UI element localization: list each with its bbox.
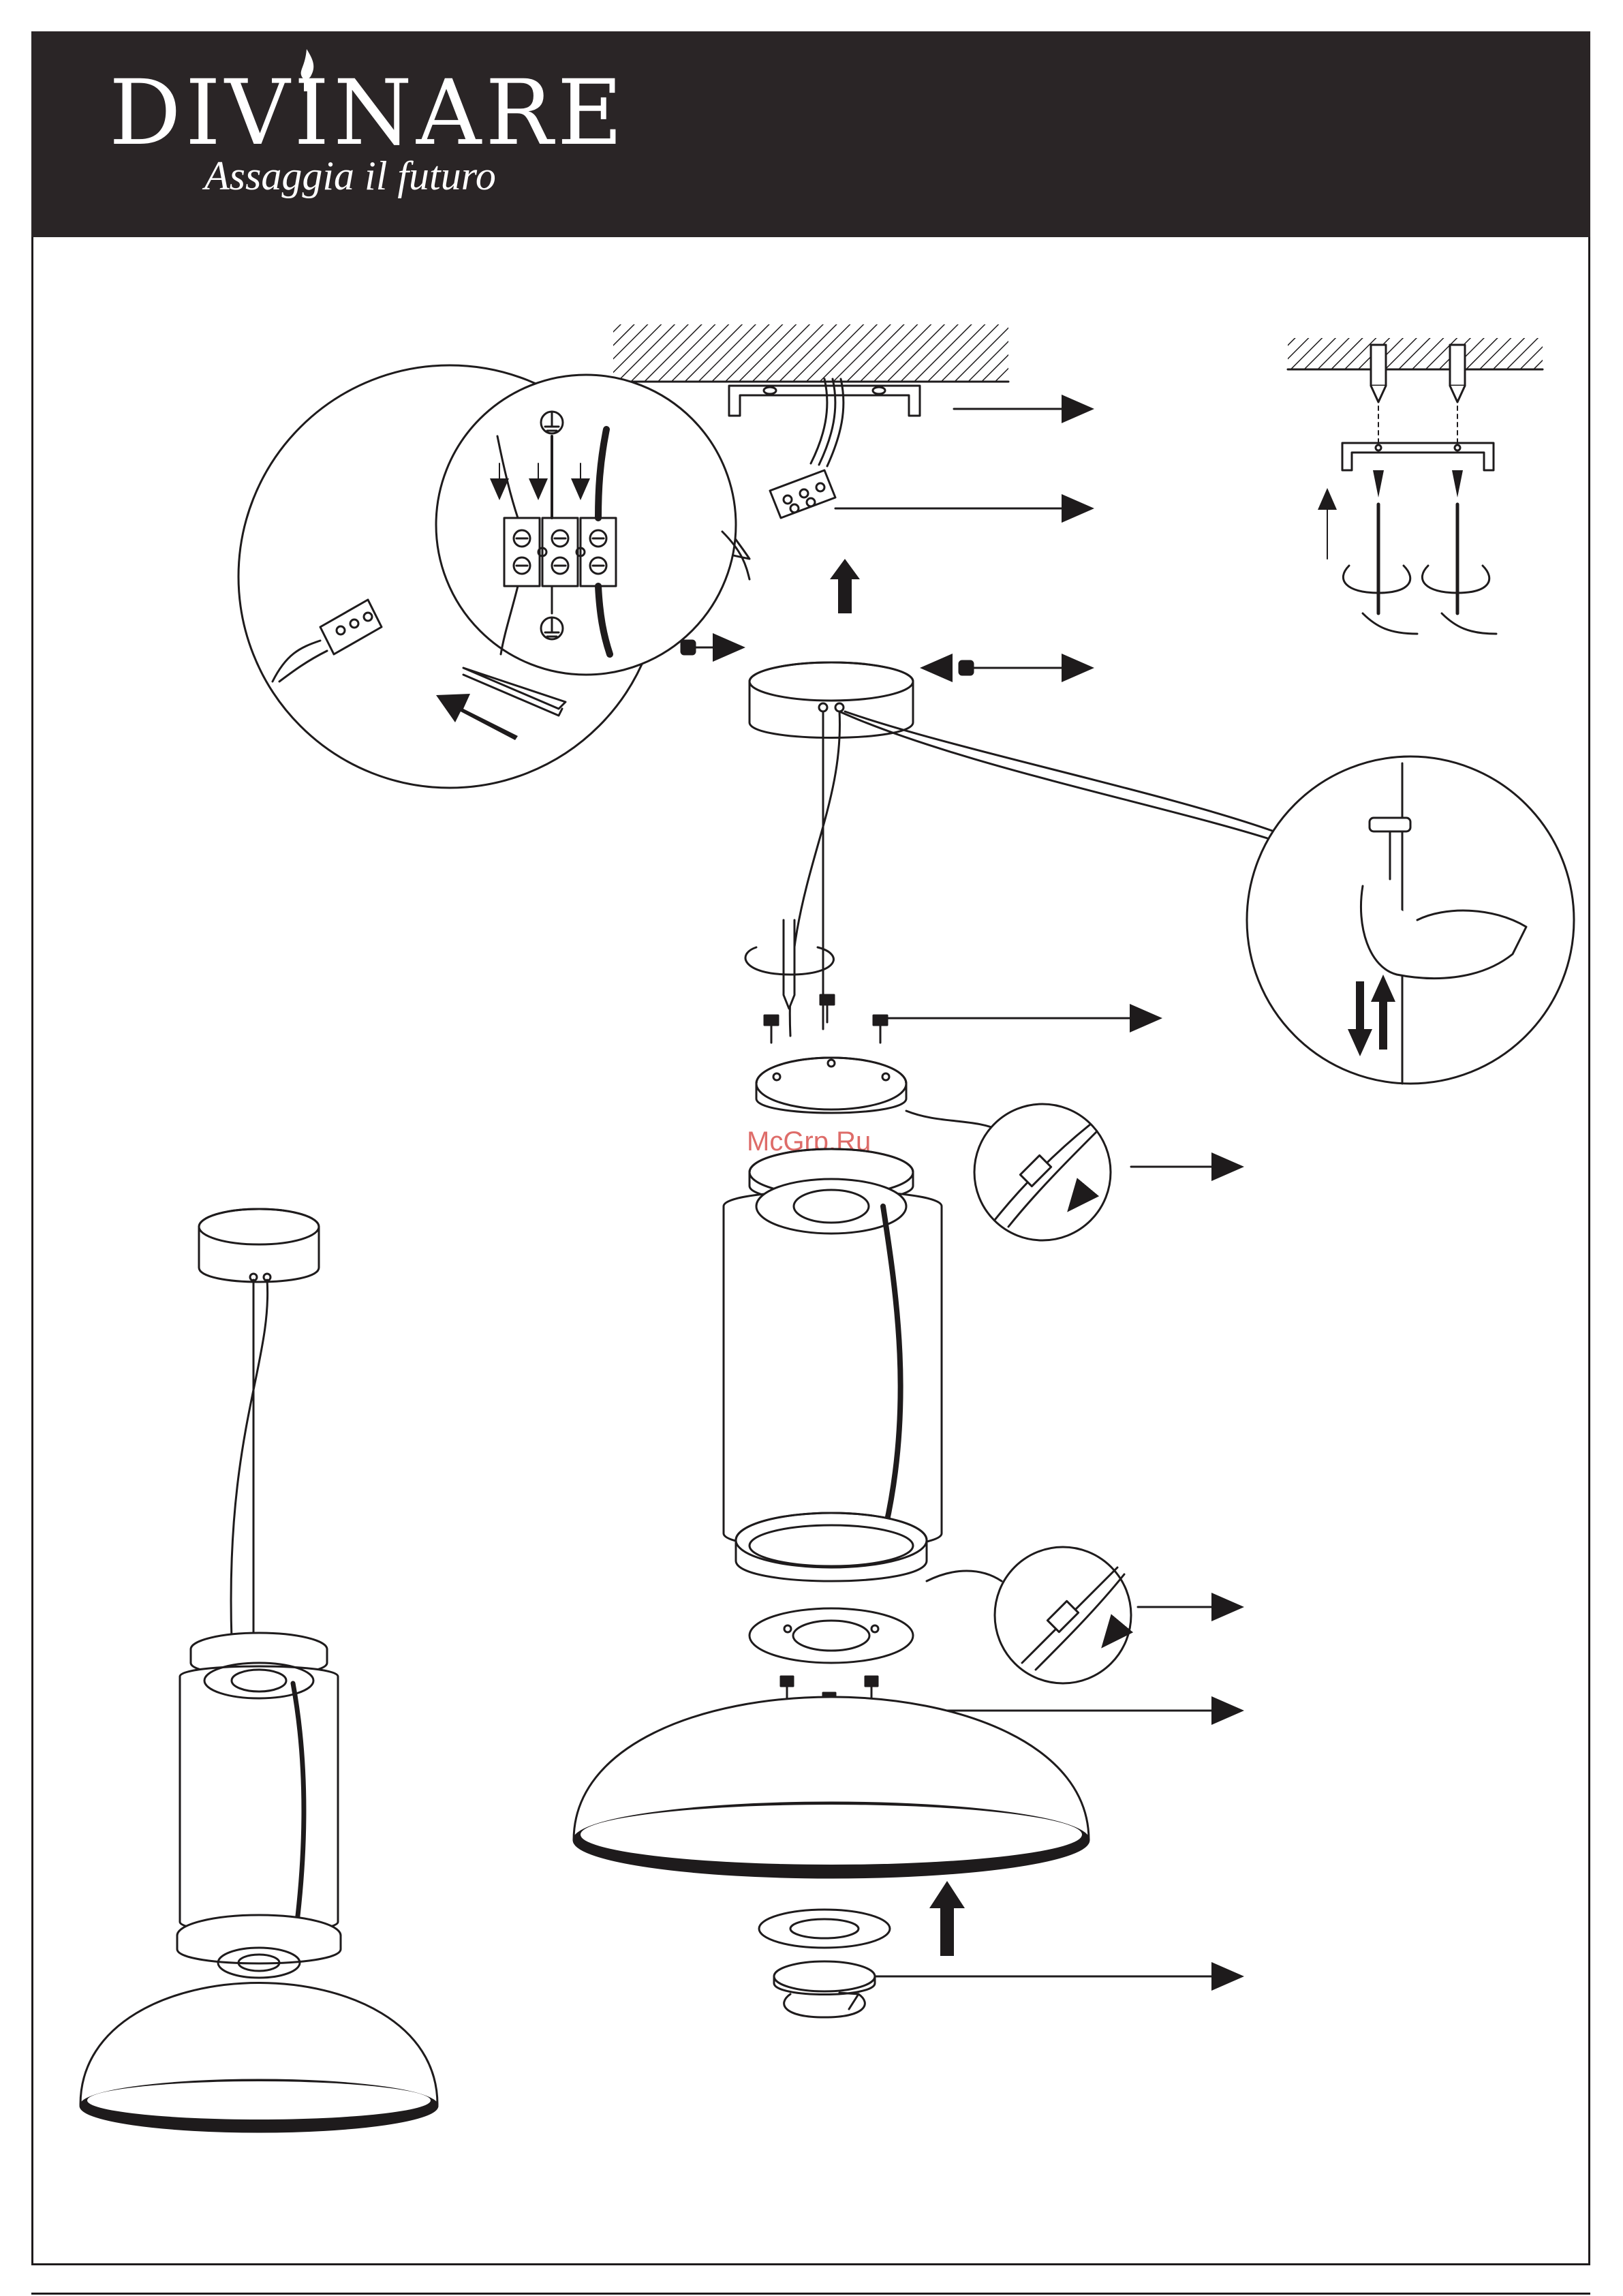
mounting-plate	[756, 1058, 906, 1113]
screwdriver-icon	[1343, 504, 1496, 634]
screw-icon	[764, 995, 887, 1043]
retaining-ring	[774, 1961, 875, 1995]
ceiling-hatch	[613, 324, 1008, 382]
footer-rule	[31, 2293, 1590, 2295]
screw-icon	[681, 641, 722, 654]
screw-icon	[1373, 470, 1463, 498]
cable-adjust-bubble	[1247, 756, 1574, 1084]
mounting-bracket	[1342, 443, 1494, 470]
terminal-block	[504, 518, 616, 586]
arrow-up-icon	[830, 559, 860, 613]
glass-cylinder	[724, 1149, 942, 1581]
connector-detail-bubble	[927, 1547, 1131, 1683]
mounting-bracket	[729, 386, 920, 416]
ceiling-hatch	[1288, 338, 1543, 369]
rotate-arrow-icon	[784, 1993, 865, 2017]
wire-connector	[770, 470, 835, 518]
diffuser-ring	[759, 1910, 890, 1948]
assembled-lamp	[80, 1209, 437, 2132]
arrow-up-icon	[929, 1881, 965, 1956]
